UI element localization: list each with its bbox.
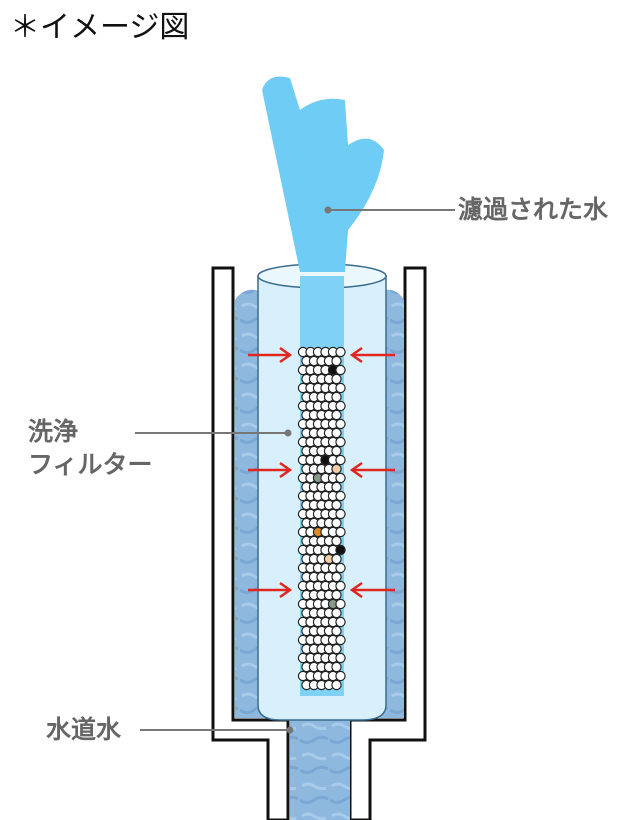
filter-granule [331,373,342,385]
filter-granule [335,418,346,430]
filter-granule [335,652,346,664]
label-filter-line1: 洗浄 [28,417,79,446]
label-tap-water: 水道水 [46,715,122,744]
inflow-arrow-icon [248,346,293,364]
filter-granule [335,544,346,556]
filter-granule [331,679,342,691]
filter-granule [335,508,346,520]
diagram-title: ＊イメージ図 [10,10,190,45]
filter-granule [331,661,342,673]
filter-granule [331,643,342,655]
filter-granule [335,472,346,484]
filter-granule [331,391,342,403]
inflow-arrow-icon [349,346,395,364]
filter-granule [331,427,342,439]
filter-granule [331,409,342,421]
housing-outer-wall-right [348,266,427,820]
filter-granule [331,553,342,565]
filter-granule [335,526,346,538]
inflow-arrow-icon [248,581,293,599]
filter-granule [335,670,346,682]
filter-granule [331,625,342,637]
filter-granule [335,346,346,358]
inflow-arrow-icon [349,461,395,479]
filter-granule [335,562,346,574]
filter-granule [331,445,342,457]
filter-granule [331,607,342,619]
filter-granule [335,598,346,610]
filter-granule [331,481,342,493]
filter-granule [331,589,342,601]
filter-granule [335,490,346,502]
filter-granule [335,616,346,628]
filter-granule [335,580,346,592]
filter-granule [331,463,342,475]
housing-outer-wall [211,266,290,820]
filter-granule [335,382,346,394]
filter-granule [331,499,342,511]
filter-granule [335,454,346,466]
filtered-water-stream [262,76,384,272]
filter-granule [331,517,342,529]
filter-granule [331,571,342,583]
filter-granule [331,355,342,367]
inflow-arrow-icon [349,581,395,599]
label-filtered-water: 濾過された水 [458,195,609,224]
filter-granule [335,436,346,448]
filter-granule [335,364,346,376]
filter-granule [335,400,346,412]
inflow-arrow-icon [248,461,293,479]
label-filter-line2: フィルター [28,450,153,479]
filter-granule [335,634,346,646]
filter-granule [331,535,342,547]
